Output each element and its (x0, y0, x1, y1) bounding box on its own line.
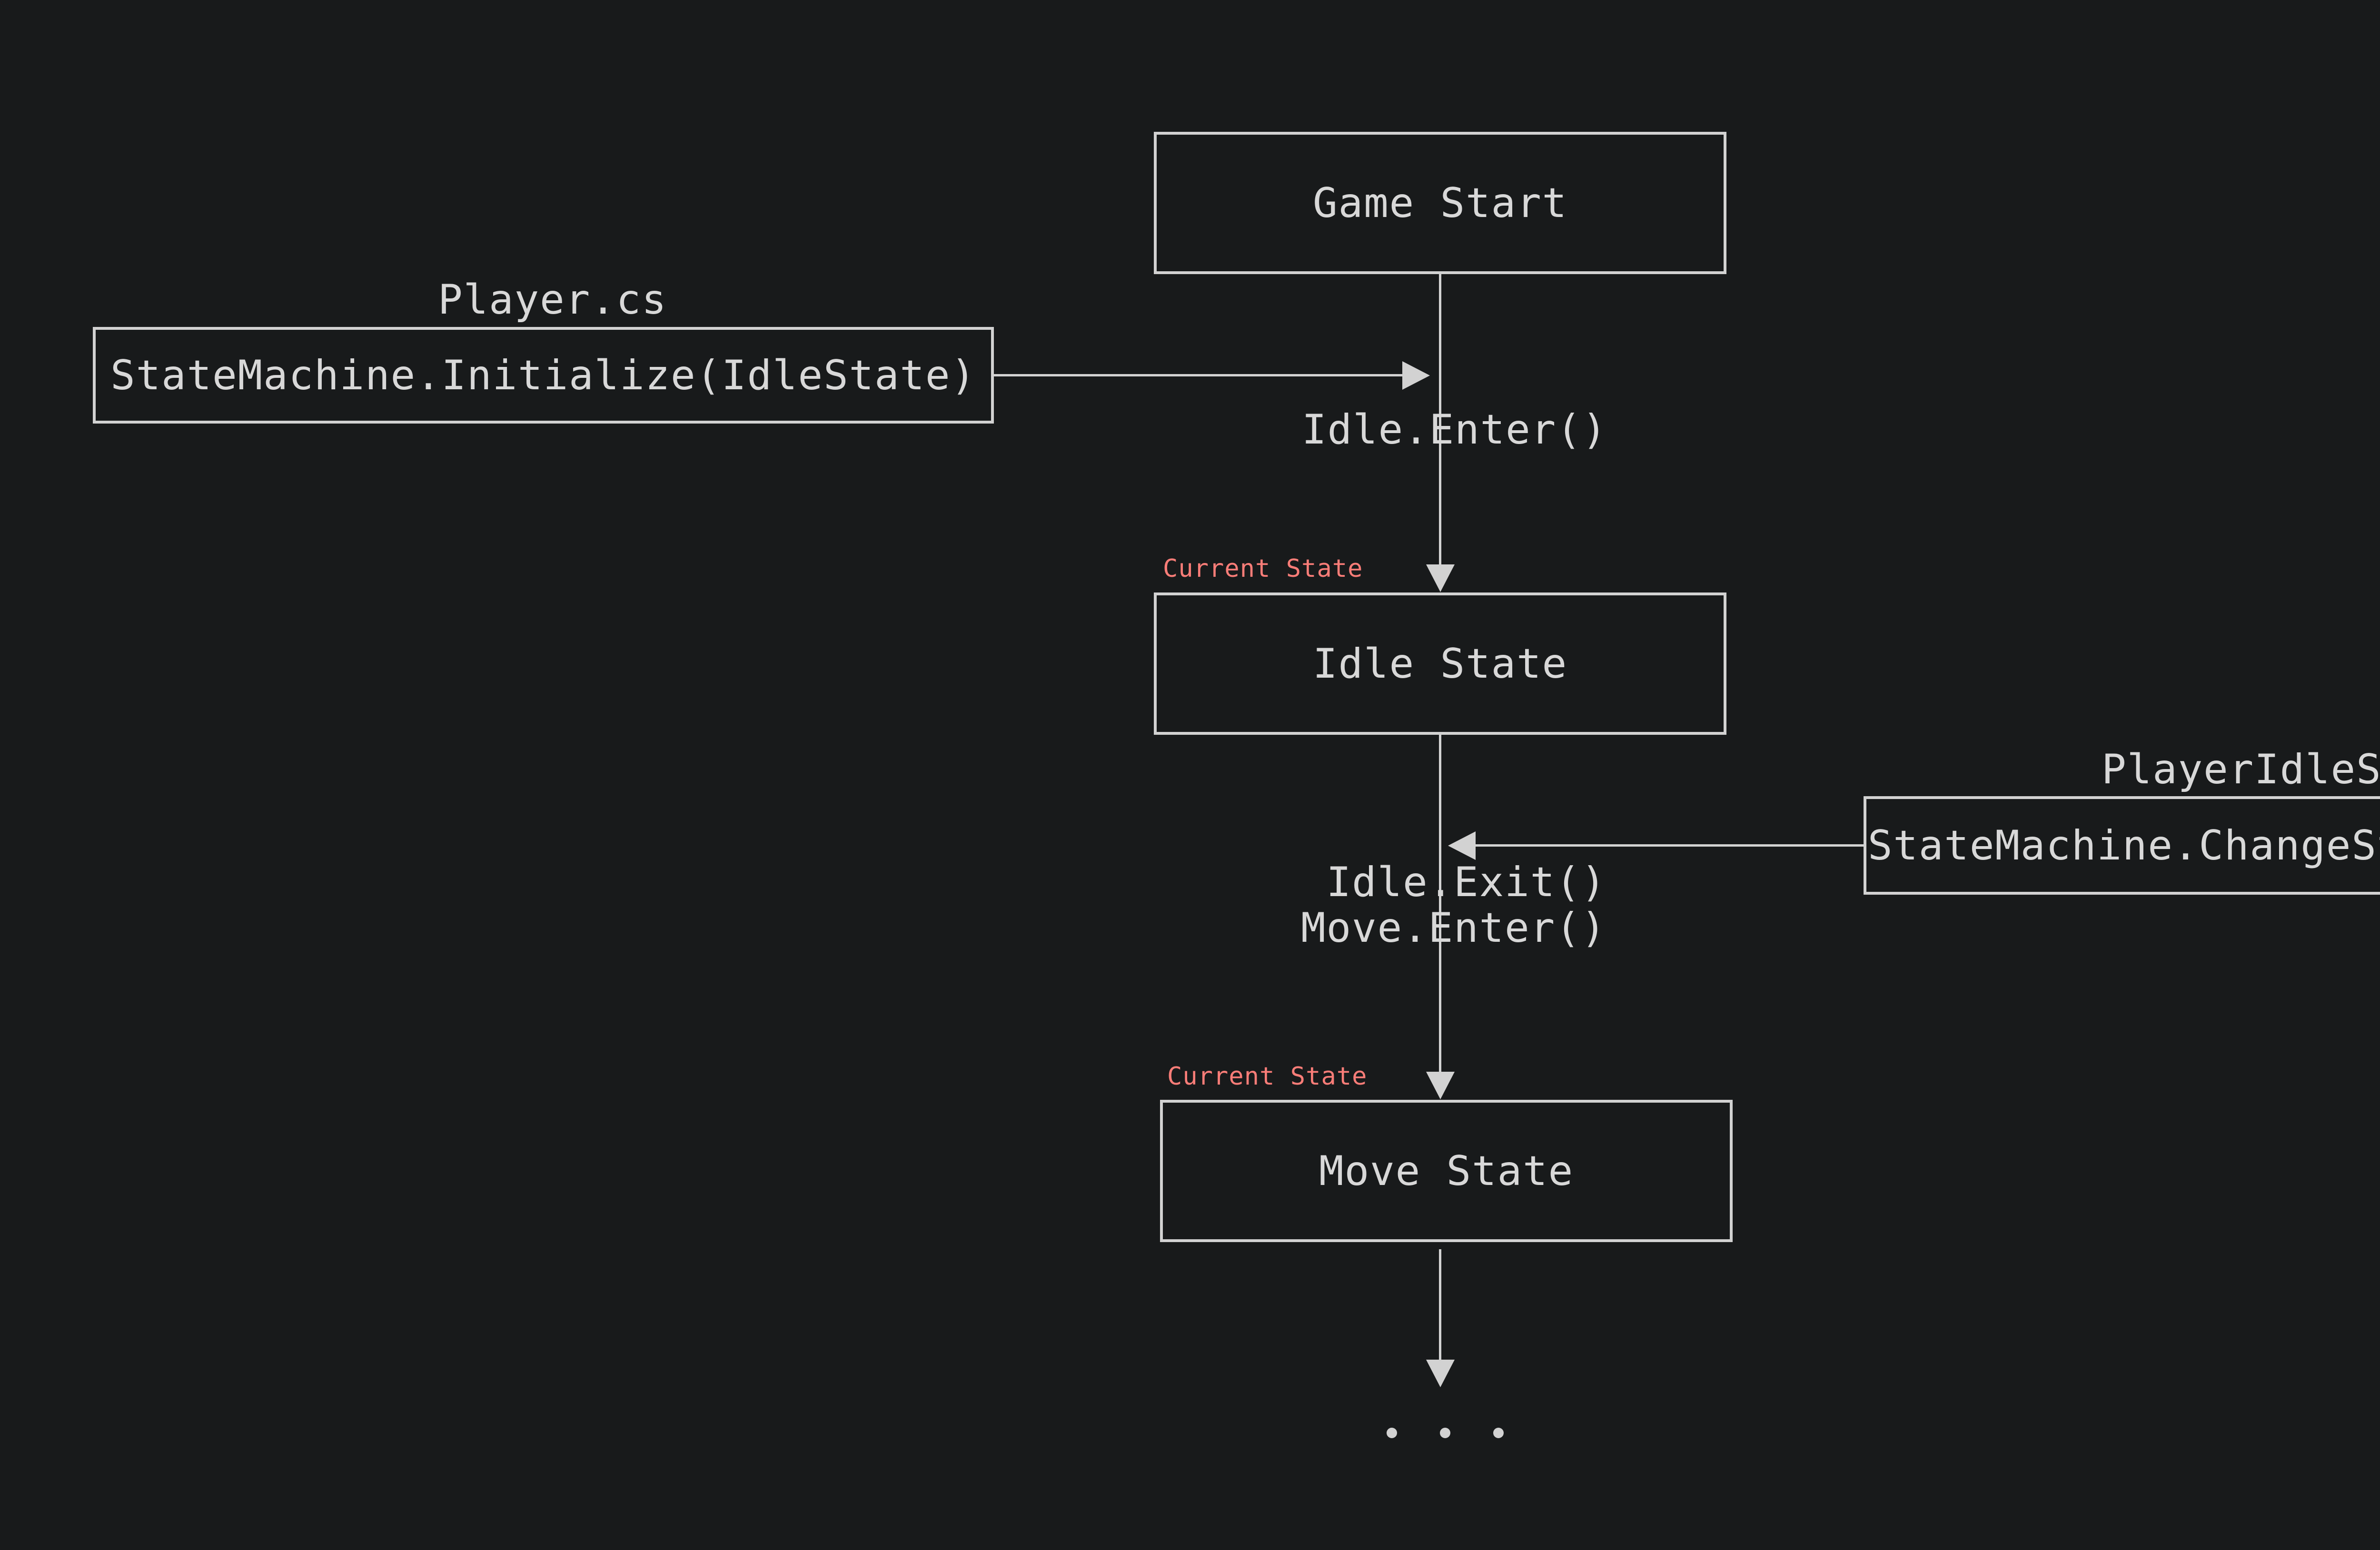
node-move-state[interactable]: Move State (1160, 1100, 1733, 1242)
connector-player-to-spine (994, 374, 1403, 376)
connector-move-to-continuation (1439, 1249, 1441, 1360)
ellipsis-dot-2 (1440, 1428, 1450, 1438)
edge-label-move-enter: Move.Enter() (1301, 904, 1606, 952)
edge-label-idle-enter: Idle.Enter() (1302, 406, 1607, 454)
node-idle-state[interactable]: Idle State (1154, 592, 1726, 735)
connector-changestate-to-spine (1476, 844, 1864, 847)
annotation-current-state-move: Current State (1167, 1062, 1368, 1091)
node-game-start-label: Game Start (1313, 179, 1567, 227)
caption-player-cs: Player.cs (438, 276, 667, 324)
node-move-state-label: Move State (1319, 1147, 1574, 1195)
ellipsis-dot-1 (1387, 1428, 1397, 1438)
node-idle-state-label: Idle State (1313, 640, 1567, 688)
annotation-current-state-idle: Current State (1163, 554, 1363, 583)
caption-player-idle-state-cs: PlayerIdleState.cs (2102, 746, 2380, 793)
arrowhead-into-idle-state (1426, 564, 1455, 592)
connector-gamestart-to-idle (1439, 274, 1441, 564)
continuation-ellipsis (1387, 1428, 1504, 1438)
node-statemachine-initialize[interactable]: StateMachine.Initialize(IdleState) (93, 327, 994, 424)
arrowhead-change-state (1448, 831, 1476, 860)
arrowhead-continuation (1426, 1360, 1455, 1387)
arrowhead-player-init (1402, 361, 1430, 390)
node-statemachine-initialize-label: StateMachine.Initialize(IdleState) (110, 351, 976, 399)
node-game-start[interactable]: Game Start (1154, 132, 1726, 274)
ellipsis-dot-3 (1493, 1428, 1504, 1438)
connector-idle-to-move (1439, 734, 1441, 1072)
arrowhead-into-move-state (1426, 1072, 1455, 1099)
edge-label-idle-exit: Idle.Exit() (1326, 859, 1606, 906)
edge-label-idle-exit-move-enter: Idle.Exit() Move.Enter() (1301, 859, 1606, 951)
